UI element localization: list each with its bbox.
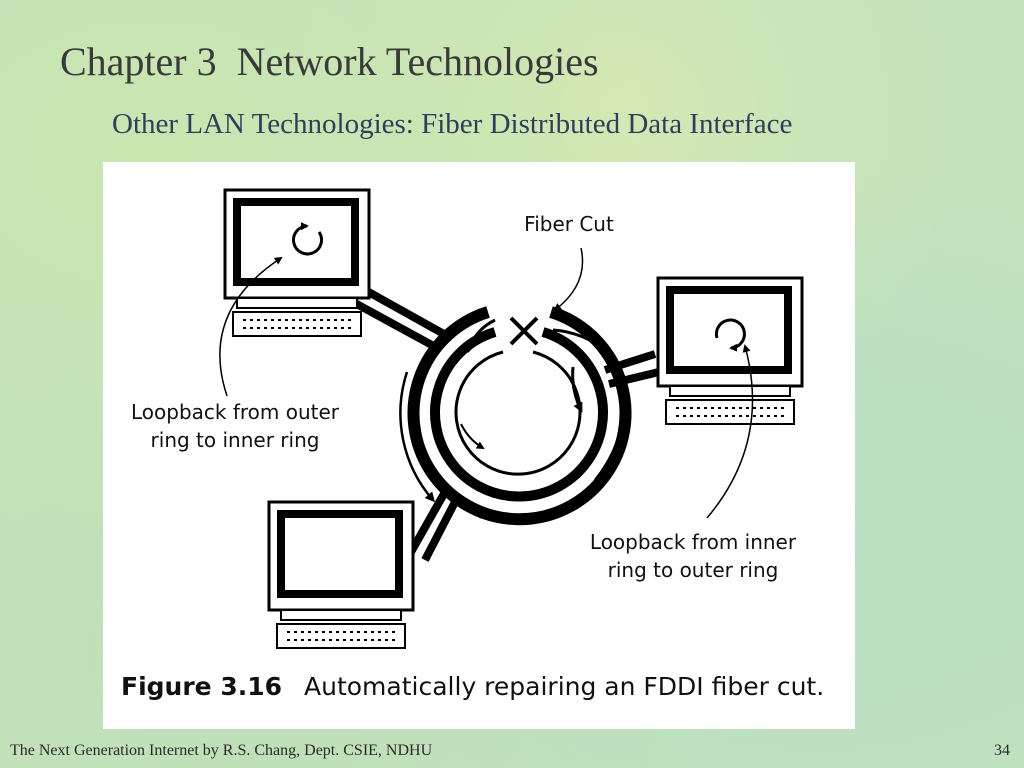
computer-right xyxy=(656,276,804,425)
loopback-inner-line1: Loopback from inner xyxy=(589,530,797,554)
fddi-ring xyxy=(399,306,632,526)
page-number: 34 xyxy=(994,742,1010,759)
link-right xyxy=(603,350,660,388)
loopback-inner-label: Loopback from inner ring to outer ring xyxy=(573,528,813,584)
outer-flow-right xyxy=(594,401,627,481)
figure-caption: Figure 3.16 Automatically repairing an FD… xyxy=(121,672,824,701)
slide-subtitle: Other LAN Technologies: Fiber Distribute… xyxy=(112,108,793,140)
fddi-diagram xyxy=(219,188,804,649)
figure-number: Figure 3.16 xyxy=(121,672,283,701)
link-top-left xyxy=(351,286,453,354)
outer-flow-bottom xyxy=(472,500,574,519)
slide-title: Chapter 3 Network Technologies xyxy=(60,39,599,84)
inner-ring xyxy=(430,327,608,502)
loopback-inner-leader xyxy=(706,344,754,519)
loopback-outer-line2: ring to inner ring xyxy=(150,428,320,452)
loopback-inner-line2: ring to outer ring xyxy=(607,558,779,582)
figure-caption-text: Automatically repairing an FDDI fiber cu… xyxy=(304,672,825,701)
loopback-outer-leader xyxy=(219,256,283,397)
computer-top-left xyxy=(223,188,371,337)
fiber-cut-label: Fiber Cut xyxy=(524,212,614,236)
fiber-cut-leader xyxy=(553,247,584,312)
top-right-flow-arrow xyxy=(552,328,611,354)
computer-bottom xyxy=(267,500,415,649)
loopback-outer-label: Loopback from outer ring to inner ring xyxy=(115,398,355,454)
loopback-outer-line1: Loopback from outer xyxy=(130,400,340,424)
loopback-arrow-left xyxy=(466,318,496,353)
inner-flow-arrow xyxy=(460,423,485,449)
fddi-figure: Fiber Cut Loopback from outer ring to in… xyxy=(103,162,855,729)
outer-flow-left xyxy=(399,371,435,503)
slide-footer: The Next Generation Internet by R.S. Cha… xyxy=(10,742,433,759)
outer-ring xyxy=(407,306,632,526)
innermost-ring xyxy=(454,350,582,476)
link-bottom xyxy=(407,490,459,562)
loopback-arrow-right xyxy=(571,366,583,413)
fiber-cut-mark xyxy=(509,316,539,346)
